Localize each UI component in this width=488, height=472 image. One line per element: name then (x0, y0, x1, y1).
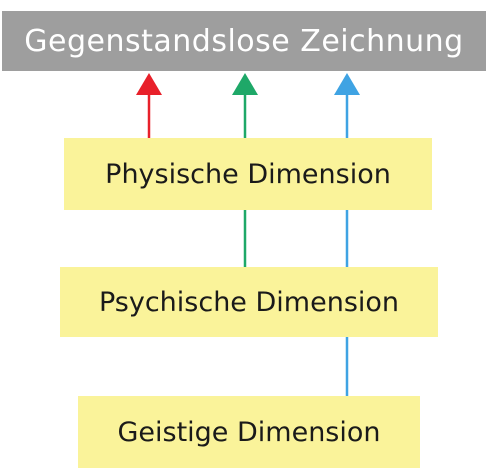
physical-dimension-box: Physische Dimension (64, 138, 432, 210)
psychic-dimension-box: Psychische Dimension (60, 267, 438, 337)
red-arrow-head (136, 73, 162, 95)
blue-arrow-head (334, 73, 360, 95)
spiritual-dimension-box: Geistige Dimension (78, 396, 420, 468)
green-arrow-head (232, 73, 258, 95)
diagram-title: Gegenstandslose Zeichnung (2, 11, 486, 71)
